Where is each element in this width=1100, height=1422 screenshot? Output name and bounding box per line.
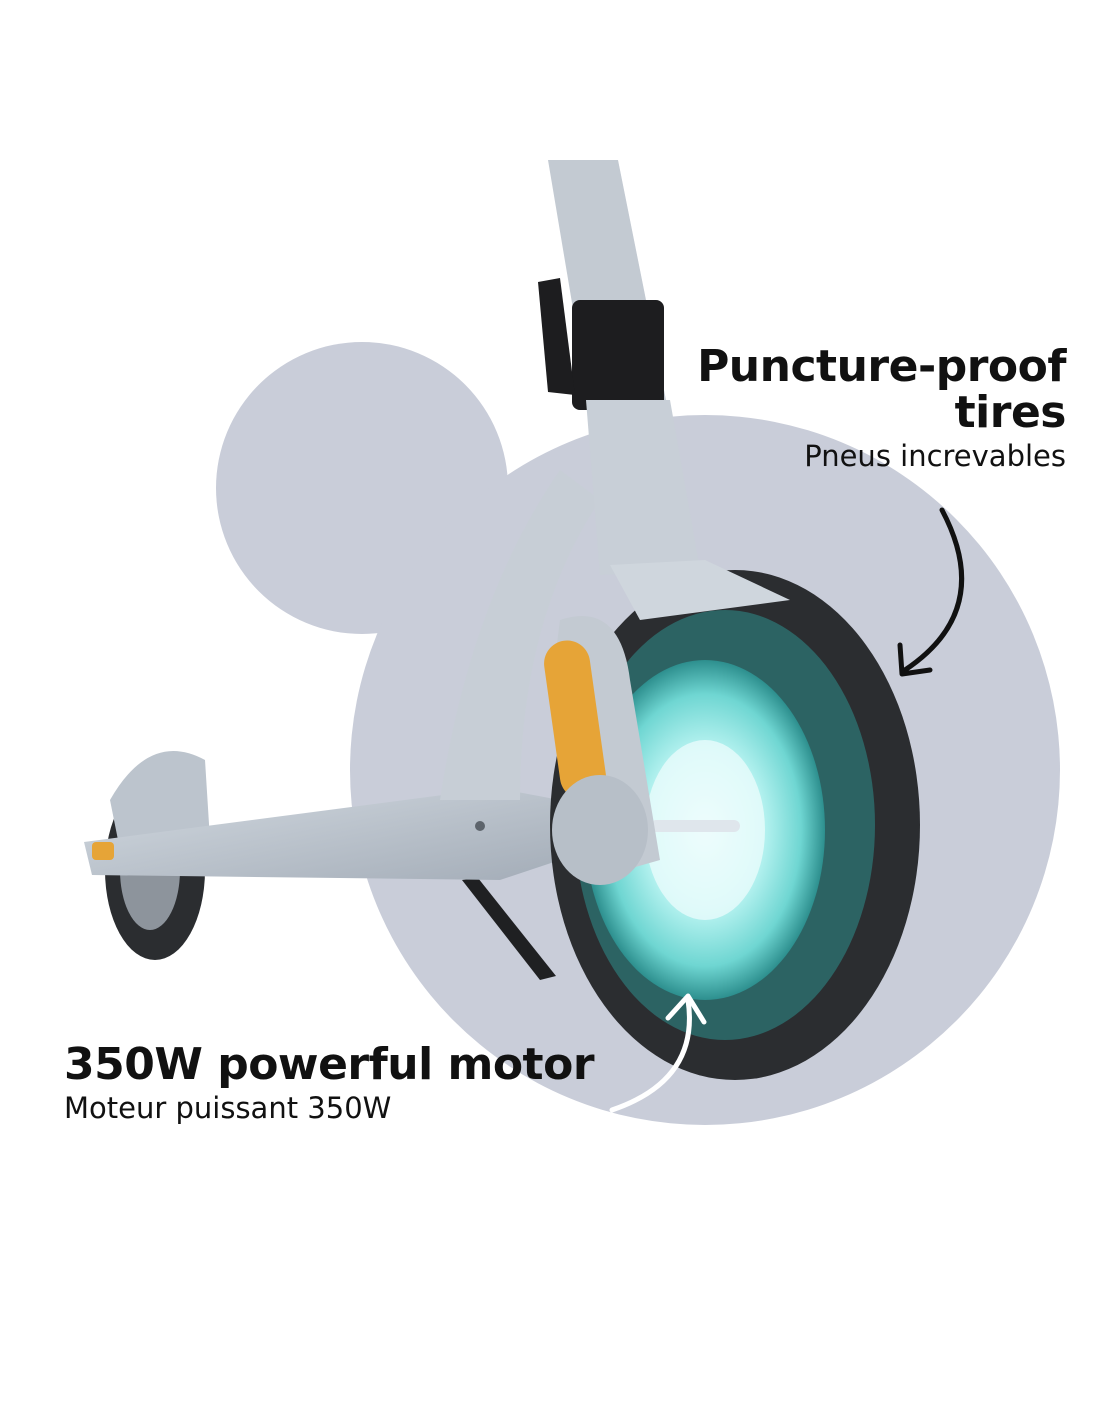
motor-subline: Moteur puissant 350W: [64, 1091, 392, 1125]
deck: [84, 788, 560, 880]
front-fender: [610, 560, 790, 620]
tires-subline: Pneus increvables: [804, 439, 1066, 473]
deck-bolt: [475, 821, 485, 831]
tires-arrow-head: [897, 642, 933, 677]
kickstand: [462, 878, 556, 980]
axle-cap: [552, 775, 648, 885]
tires-arrow: [902, 507, 965, 673]
down-tube: [440, 470, 600, 800]
folding-lever: [538, 278, 575, 395]
motor-callout: 350W powerful motor Moteur puissant 350W: [64, 1042, 684, 1128]
tires-callout: Puncture-proof tires Pneus increvables: [626, 344, 1066, 476]
front-reflector: [544, 640, 606, 800]
motor-arrow-head: [665, 993, 707, 1025]
front-wheel: [550, 570, 920, 1080]
motor-arrow: [609, 997, 692, 1113]
rear-reflector: [92, 842, 114, 860]
head-tube: [586, 400, 700, 575]
tires-headline: Puncture-proof tires: [697, 341, 1066, 438]
stem-clamp: [572, 300, 664, 410]
motor-headline: 350W powerful motor: [64, 1039, 595, 1090]
